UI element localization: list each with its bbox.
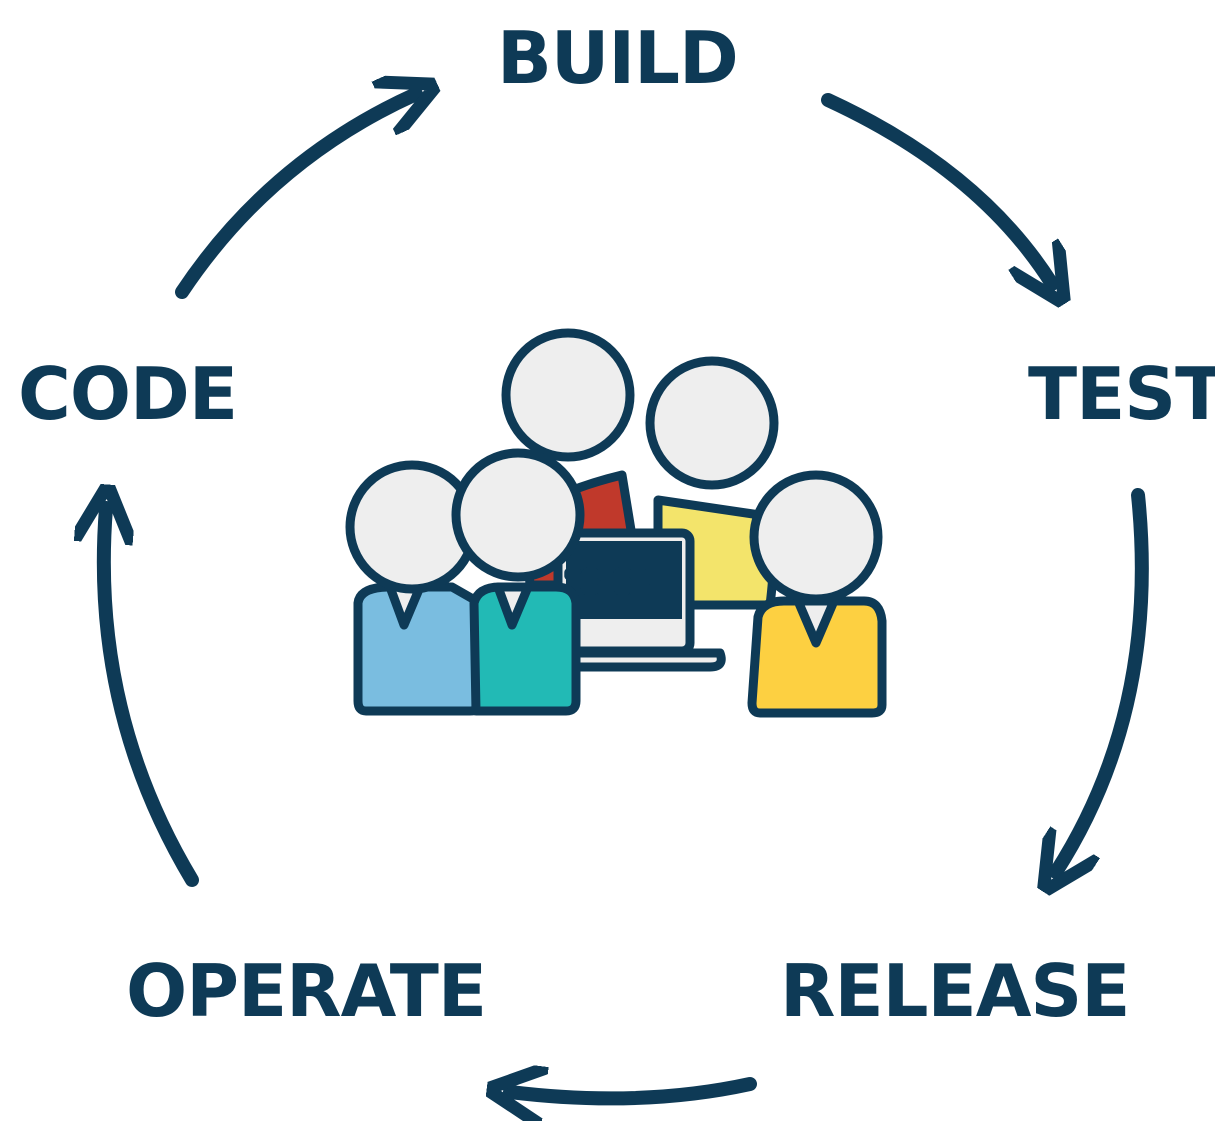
arrow-build-to-test	[821, 93, 1052, 284]
stage-label-code: CODE	[18, 352, 238, 436]
person-yellow-shirt	[747, 470, 887, 718]
arrow-operate-to-code	[104, 508, 199, 887]
stage-label-build: BUILD	[497, 16, 739, 100]
person-teal-shirt	[451, 448, 585, 716]
stage-label-operate: OPERATE	[126, 949, 487, 1033]
team-illustration: 10101	[345, 328, 887, 718]
arrow-code-to-build	[175, 94, 416, 299]
stage-label-test: TEST	[1028, 352, 1215, 436]
arrow-release-to-operate	[510, 1084, 757, 1098]
laptop-code-text: 10101	[566, 567, 647, 598]
arrow-test-to-release	[1056, 488, 1149, 872]
person-blue-shirt	[345, 460, 485, 716]
stage-label-release: RELEASE	[780, 949, 1130, 1033]
